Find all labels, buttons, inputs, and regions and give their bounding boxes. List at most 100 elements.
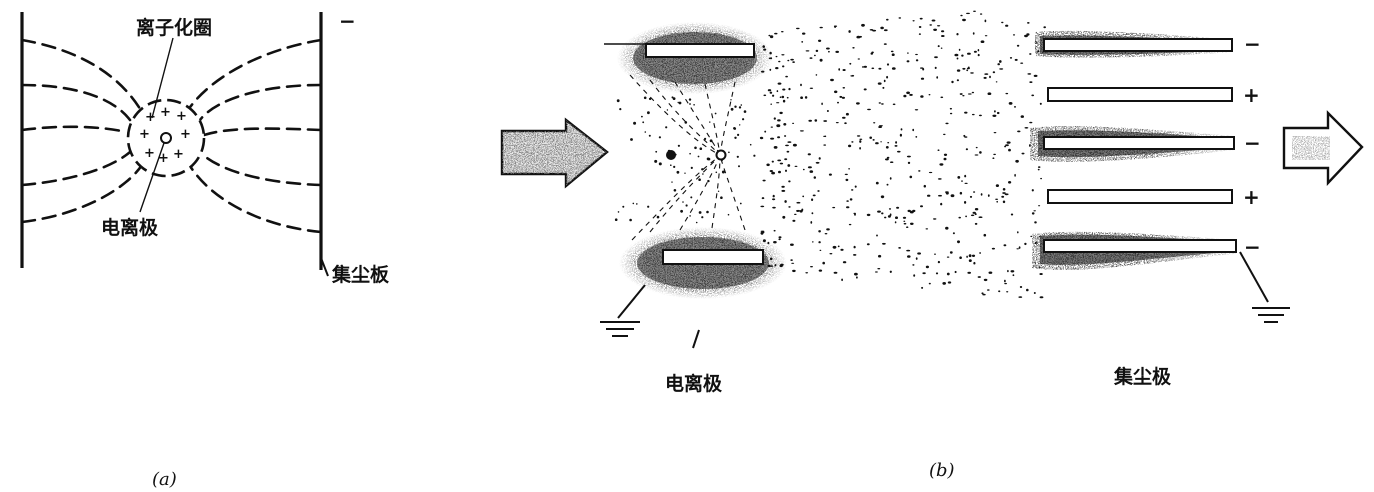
dust-speck bbox=[956, 69, 961, 72]
dust-speck bbox=[762, 179, 766, 182]
dust-speck bbox=[800, 83, 802, 87]
dust-speck bbox=[971, 113, 975, 116]
dust-speck bbox=[857, 58, 860, 60]
dust-speck bbox=[856, 276, 858, 279]
ion-plus: + bbox=[158, 151, 169, 166]
dust-speck bbox=[933, 218, 937, 220]
dust-speck bbox=[928, 94, 931, 96]
dust-speck bbox=[809, 170, 814, 173]
dust-speck bbox=[826, 228, 830, 231]
dust-speck bbox=[851, 141, 854, 143]
dust-speck bbox=[782, 215, 786, 219]
dust-speck bbox=[1002, 188, 1006, 191]
dust-speck bbox=[1038, 205, 1041, 207]
dust-speck bbox=[971, 254, 976, 257]
dust-speck bbox=[861, 23, 865, 27]
dust-speck bbox=[738, 106, 742, 109]
dust-speck bbox=[1009, 57, 1013, 59]
dust-speck bbox=[775, 67, 779, 70]
collector-plate-2 bbox=[1047, 87, 1233, 102]
dust-speck bbox=[845, 178, 849, 182]
dust-speck bbox=[949, 107, 953, 110]
dust-speck bbox=[818, 241, 821, 244]
dust-speck bbox=[943, 157, 947, 161]
dust-speck bbox=[945, 122, 949, 125]
dust-speck bbox=[1031, 94, 1035, 97]
dust-speck bbox=[896, 206, 900, 209]
dust-speck bbox=[915, 257, 918, 260]
ionizer-plate-bottom bbox=[662, 249, 764, 265]
ionizer-wire-b bbox=[715, 149, 727, 161]
dust-speck bbox=[786, 150, 790, 153]
dust-speck bbox=[801, 41, 804, 43]
dust-speck bbox=[792, 143, 797, 147]
dust-speck bbox=[770, 137, 775, 140]
dust-speck bbox=[937, 178, 942, 180]
dust-speck bbox=[907, 161, 911, 164]
dust-speck bbox=[956, 33, 959, 36]
dust-speck bbox=[965, 148, 969, 151]
dust-speck bbox=[971, 91, 975, 94]
dust-speck bbox=[773, 229, 776, 232]
ionizer-plate-top bbox=[645, 43, 755, 58]
dust-speck bbox=[1017, 231, 1019, 234]
dust-speck bbox=[617, 211, 620, 213]
dust-speck bbox=[846, 200, 849, 202]
dust-speck bbox=[915, 53, 918, 56]
label-collector-plate: 集尘板 bbox=[331, 263, 390, 286]
dust-speck bbox=[906, 91, 910, 95]
dust-speck bbox=[769, 51, 772, 55]
dust-speck bbox=[1018, 296, 1023, 298]
dust-speck bbox=[788, 87, 791, 91]
dust-speck bbox=[949, 251, 953, 254]
dust-speck bbox=[878, 67, 882, 70]
dust-speck bbox=[1003, 244, 1007, 247]
dust-speck bbox=[801, 208, 804, 212]
dust-speck bbox=[866, 243, 870, 246]
dust-speck bbox=[840, 248, 844, 251]
dust-speck bbox=[907, 52, 909, 54]
dust-speck bbox=[856, 102, 860, 105]
dust-speck bbox=[774, 32, 778, 35]
dust-speck bbox=[680, 209, 683, 213]
dust-speck bbox=[1031, 212, 1035, 215]
dust-speck bbox=[1005, 92, 1009, 95]
dust-speck bbox=[962, 95, 965, 97]
dust-speck bbox=[786, 96, 789, 99]
dust-speck bbox=[891, 53, 895, 56]
dust-speck bbox=[704, 137, 707, 140]
dust-speck bbox=[886, 183, 889, 186]
dust-speck bbox=[931, 19, 936, 22]
dust-speck bbox=[749, 143, 752, 146]
dust-speck bbox=[1004, 193, 1009, 196]
dust-speck bbox=[1037, 168, 1040, 171]
dust-speck bbox=[1005, 144, 1009, 147]
dust-speck bbox=[819, 58, 823, 62]
dust-speck bbox=[974, 213, 977, 216]
dust-speck bbox=[673, 189, 677, 192]
dust-speck bbox=[781, 189, 786, 192]
dust-speck bbox=[967, 52, 971, 55]
dust-speck bbox=[869, 136, 872, 139]
dust-speck bbox=[811, 198, 814, 201]
dust-speck bbox=[914, 109, 919, 111]
dust-speck bbox=[986, 289, 990, 291]
dust-speck bbox=[928, 282, 931, 285]
dust-speck bbox=[900, 128, 903, 131]
dust-speck bbox=[770, 57, 773, 60]
dust-speck bbox=[878, 254, 882, 258]
dust-speck bbox=[881, 212, 884, 215]
dust-speck bbox=[977, 49, 980, 52]
dust-speck bbox=[815, 161, 820, 164]
dust-speck bbox=[853, 254, 857, 256]
dust-speck bbox=[769, 35, 774, 39]
dust-speck bbox=[958, 216, 961, 219]
dust-speck bbox=[989, 75, 991, 79]
dust-speck bbox=[979, 252, 981, 254]
dust-speck bbox=[954, 270, 957, 274]
dust-speck bbox=[706, 157, 710, 161]
dust-speck bbox=[815, 49, 819, 53]
dust-speck bbox=[823, 135, 826, 137]
dust-speck bbox=[770, 103, 772, 105]
dust-speck bbox=[848, 223, 852, 226]
